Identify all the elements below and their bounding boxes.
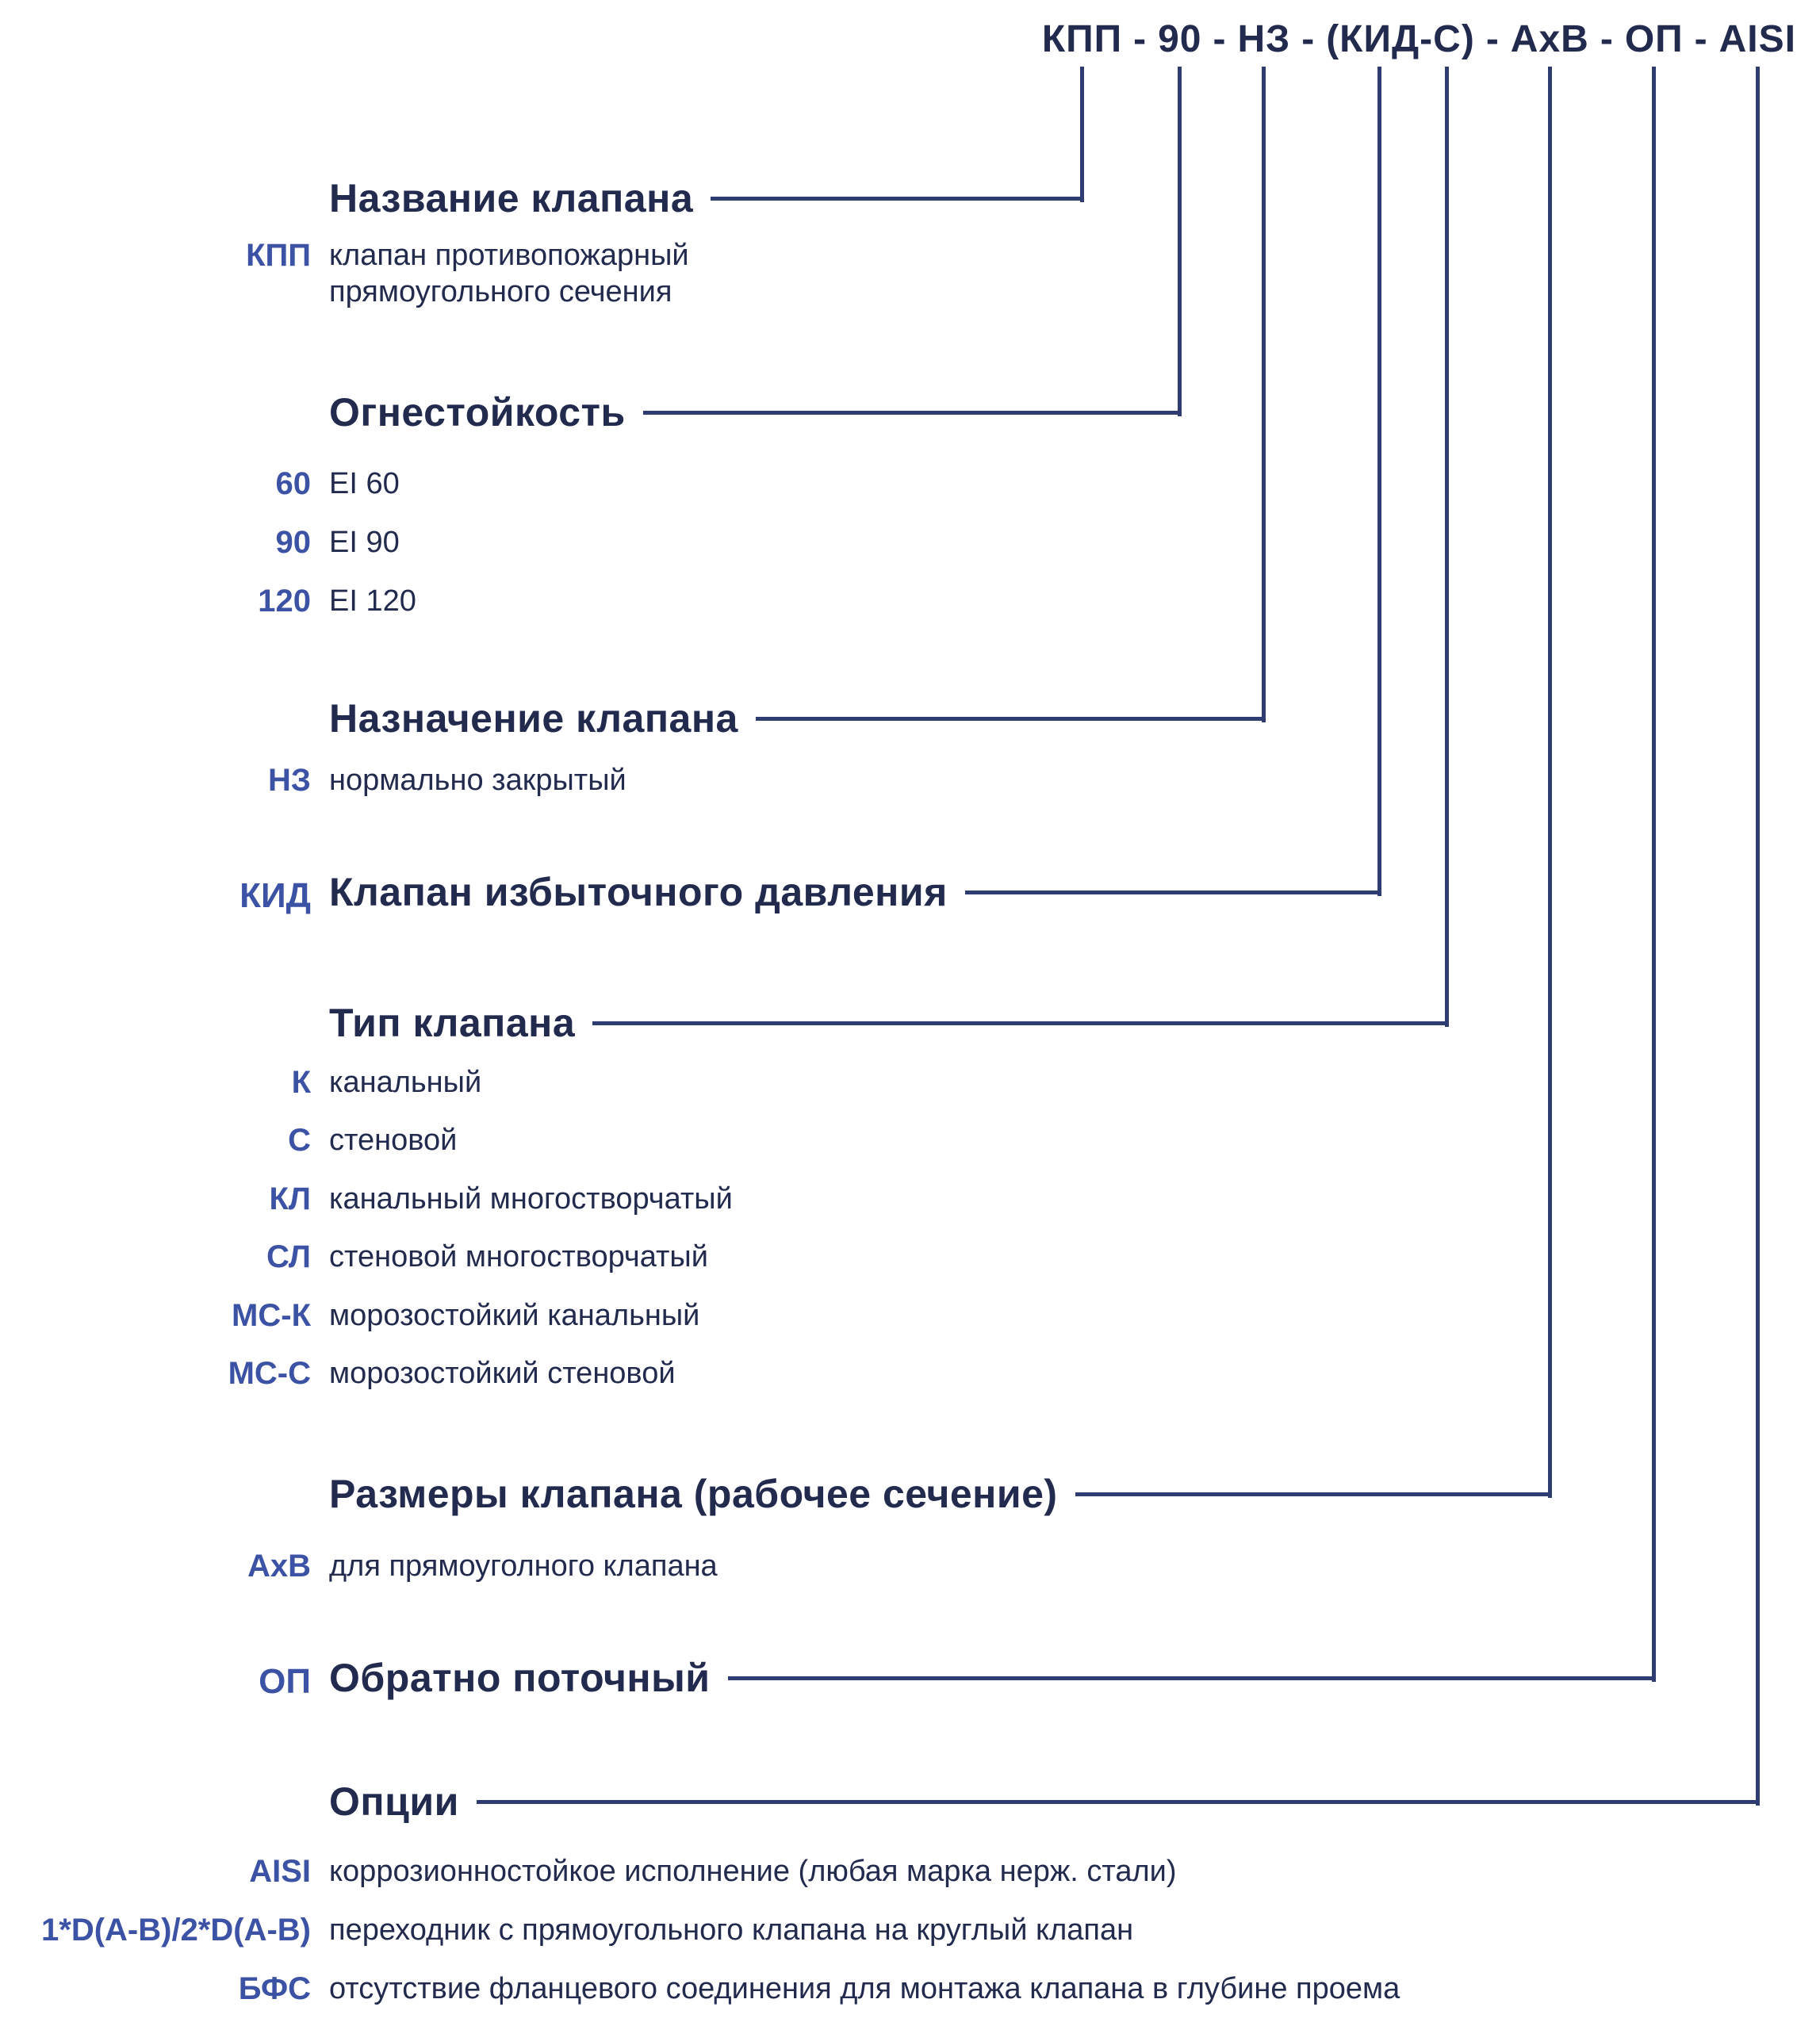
code-segment-size: АхВ (1510, 18, 1589, 60)
abbr-s: С (288, 1123, 311, 1158)
desc-k: канальный (329, 1066, 482, 1099)
section-title-options: Опции (329, 1779, 459, 1824)
section-title-fire: Огнестойкость (329, 390, 626, 435)
code-separator: - (1213, 18, 1227, 60)
connector-vertical-size (1547, 67, 1552, 1498)
abbr-adapter: 1*D(А-В)/2*D(А-В) (41, 1913, 311, 1947)
abbr-kl: КЛ (269, 1182, 311, 1216)
code-separator: - (1301, 18, 1316, 60)
code-segment-type: С (1433, 18, 1462, 60)
section-op: Обратно поточный (329, 1656, 1657, 1700)
connector-vertical-op (1652, 67, 1657, 1682)
section-title-type: Тип клапана (329, 1001, 576, 1045)
abbr-mss: МС-С (228, 1356, 311, 1391)
desc-nz: нормально закрытый (329, 764, 626, 797)
connector-horizontal-name (711, 196, 1084, 201)
code-separator: - (1133, 18, 1148, 60)
abbr-nz: НЗ (268, 763, 311, 798)
code-separator: - (1694, 18, 1708, 60)
section-type: Тип клапана (329, 1001, 1450, 1045)
code-open-paren: ( (1326, 18, 1340, 60)
desc-msk: морозостойкий канальный (329, 1299, 700, 1332)
section-purpose: Назначение клапана (329, 696, 1266, 741)
connector-vertical-fire (1178, 67, 1182, 416)
desc-ei60: EI 60 (329, 467, 400, 500)
section-options: Опции (329, 1779, 1760, 1824)
section-kid: Клапан избыточного давления (329, 870, 1382, 914)
abbr-axb: АхВ (247, 1549, 311, 1584)
abbr-k: К (291, 1065, 311, 1100)
desc-ei120: EI 120 (329, 584, 416, 618)
connector-horizontal-kid (964, 890, 1382, 894)
connector-horizontal-options (476, 1799, 1760, 1804)
code-close-paren: ) (1461, 18, 1475, 60)
code-segment-kid: КИД (1339, 18, 1420, 60)
code-segment-name: КПП (1041, 18, 1123, 60)
desc-axb: для прямоуголного клапана (329, 1549, 718, 1583)
connector-horizontal-purpose (755, 716, 1266, 721)
abbr-ei60: 60 (275, 466, 312, 501)
desc-mss: морозостойкий стеновой (329, 1357, 676, 1390)
abbr-kid: КИД (239, 876, 311, 915)
desc-bfs: отсутствие фланцевого соединения для мон… (329, 1972, 1400, 2005)
connector-vertical-type (1445, 67, 1450, 1027)
code-line: КПП - 90 - НЗ - (КИД-С) - АхВ - ОП - AIS… (1042, 17, 1796, 61)
section-title-size: Размеры клапана (рабочее сечение) (329, 1472, 1058, 1516)
abbr-sl: СЛ (266, 1239, 311, 1274)
connector-vertical-kid (1377, 67, 1382, 896)
abbr-kpp: КПП (246, 238, 311, 273)
abbr-msk: МС-К (232, 1298, 311, 1333)
desc-s: стеновой (329, 1124, 458, 1157)
code-separator: - (1600, 18, 1614, 60)
section-title-name: Название клапана (329, 176, 694, 220)
code-segment-kid-type-group: (КИД-С) (1326, 17, 1475, 61)
desc-adapter: переходник с прямоугольного клапана на к… (329, 1913, 1134, 1947)
connector-horizontal-size (1075, 1492, 1552, 1496)
section-fire: Огнестойкость (329, 390, 1182, 435)
connector-horizontal-op (727, 1676, 1657, 1680)
code-segment-purpose: НЗ (1237, 18, 1291, 60)
connector-horizontal-type (592, 1021, 1450, 1025)
connector-vertical-name (1079, 67, 1084, 202)
desc-kpp: клапан противопожарный прямоугольного се… (329, 239, 689, 308)
abbr-ei120: 120 (258, 584, 311, 619)
code-segment-fire: 90 (1158, 18, 1202, 60)
code-segment-options: AISI (1718, 18, 1796, 60)
desc-ei90: EI 90 (329, 526, 400, 559)
section-title-op: Обратно поточный (329, 1656, 711, 1700)
desc-sl: стеновой многостворчатый (329, 1240, 708, 1273)
section-title-purpose: Назначение клапана (329, 696, 738, 741)
abbr-ei90: 90 (275, 525, 312, 560)
desc-kl: канальный многостворчатый (329, 1182, 733, 1216)
connector-horizontal-fire (642, 410, 1182, 415)
abbr-aisi: AISI (249, 1854, 311, 1889)
section-size: Размеры клапана (рабочее сечение) (329, 1472, 1552, 1516)
code-segment-op: ОП (1624, 18, 1684, 60)
desc-aisi: коррозионностойкое исполнение (любая мар… (329, 1855, 1177, 1888)
abbr-op: ОП (259, 1662, 311, 1701)
section-name: Название клапана (329, 176, 1084, 220)
abbr-bfs: БФС (238, 1971, 311, 2006)
connector-vertical-options (1755, 67, 1760, 1806)
connector-vertical-purpose (1262, 67, 1266, 722)
code-group-dash: - (1420, 18, 1434, 60)
code-separator: - (1485, 18, 1500, 60)
section-title-kid: Клапан избыточного давления (329, 870, 948, 914)
